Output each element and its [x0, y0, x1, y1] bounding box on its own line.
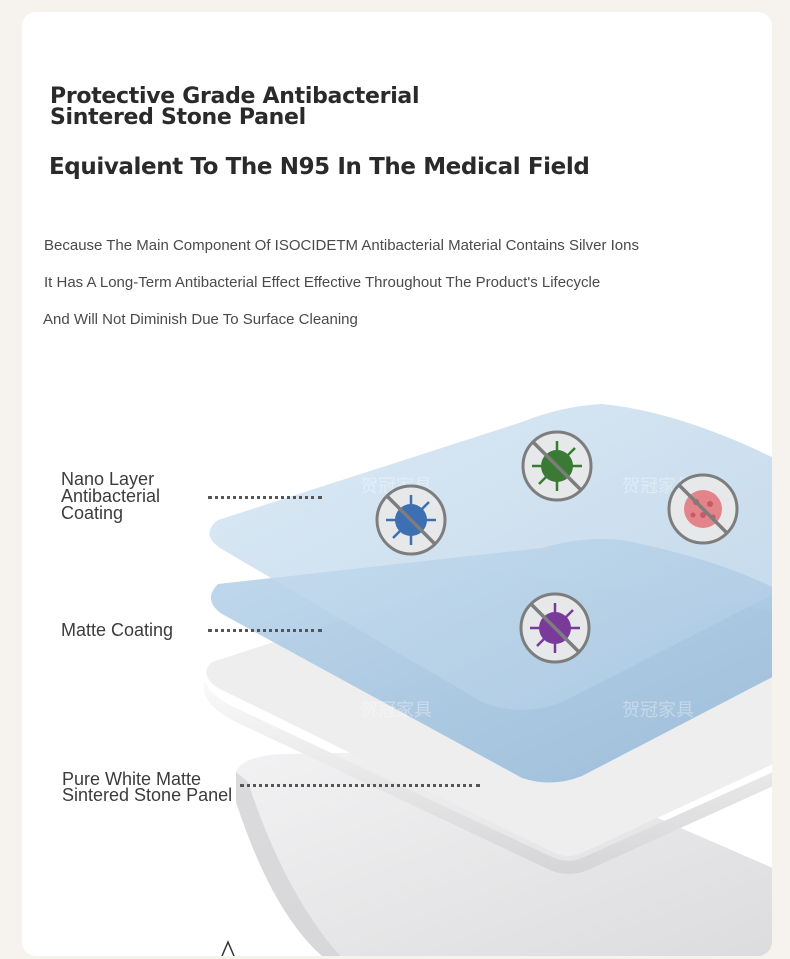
title-line-2: Sintered Stone Panel	[50, 105, 306, 130]
nano-layer-label: Nano Layer Antibacterial Coating	[61, 469, 161, 523]
subtitle: Equivalent To The N95 In The Medical Fie…	[49, 154, 590, 180]
page-title: Protective Grade Antibacterial Sintered …	[50, 84, 420, 130]
title-line-1: Protective Grade Antibacterial	[50, 84, 420, 109]
stone-panel-label: Pure White Matte Sintered Stone Panel	[62, 769, 233, 805]
nano-layer-leader-line	[208, 496, 322, 499]
stone-panel-leader-line	[240, 784, 480, 787]
product-card: 贺冠家具 贺冠家具 贺冠家具 贺冠家具	[22, 12, 772, 956]
green-virus-blocked-icon	[521, 430, 593, 502]
red-virus-blocked-icon	[667, 473, 739, 545]
nano-layer	[209, 404, 772, 710]
nano-label-line-3: Coating	[61, 503, 124, 523]
purple-virus-blocked-icon	[519, 592, 591, 664]
blue-virus-blocked-icon	[375, 484, 447, 556]
triangle-mark-icon	[221, 940, 235, 956]
description-line-1: Because The Main Component Of ISOCIDETM …	[44, 237, 639, 254]
watermark-text: 贺冠家具	[360, 700, 432, 721]
panel-label-line-2: Sintered Stone Panel	[62, 785, 233, 805]
matte-coating-leader-line	[208, 629, 322, 632]
nano-label-line-1: Nano Layer	[61, 469, 155, 489]
matte-coating-label: Matte Coating	[61, 620, 174, 640]
panel-label-line-1: Pure White Matte	[62, 769, 202, 789]
layer-illustration: 贺冠家具 贺冠家具 贺冠家具 贺冠家具	[204, 404, 772, 956]
nano-label-line-2: Antibacterial	[61, 486, 161, 506]
sintered-stone-panel-lower	[236, 750, 772, 956]
watermark-text: 贺冠家具	[622, 700, 694, 721]
description-line-2: It Has A Long-Term Antibacterial Effect …	[44, 274, 601, 291]
description-line-3: And Will Not Diminish Due To Surface Cle…	[43, 311, 358, 328]
